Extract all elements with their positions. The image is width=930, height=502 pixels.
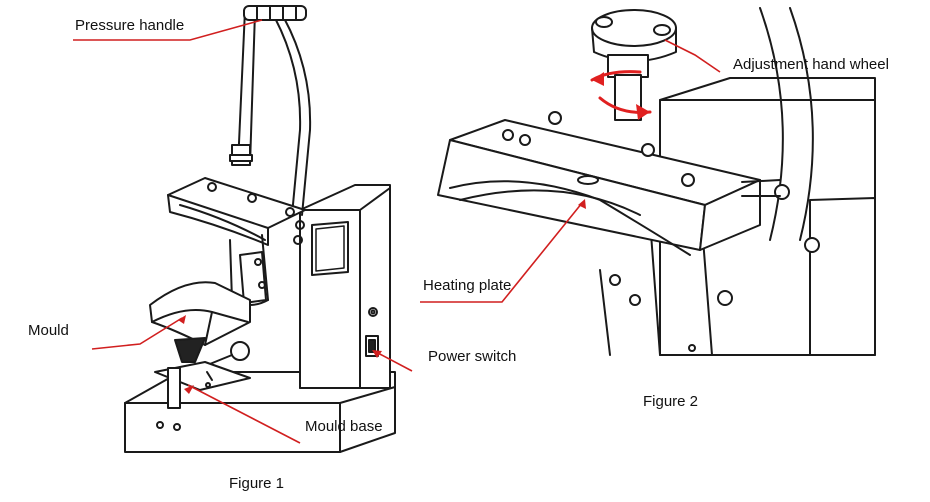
leader-power-switch	[375, 351, 413, 372]
figure2-drawing	[437, 7, 876, 356]
mould-drawing	[149, 281, 251, 346]
bolts	[502, 111, 820, 352]
label-adjustment-hand-wheel: Adjustment hand wheel	[733, 56, 889, 73]
leader-mould	[91, 317, 183, 350]
heating-plate-fig1	[167, 177, 306, 246]
leader-mould-base	[187, 384, 301, 444]
caption-figure-1: Figure 1	[229, 475, 285, 492]
leader-heating-plate	[420, 202, 583, 303]
label-power-switch: Power switch	[428, 348, 517, 365]
label-pressure-handle: Pressure handle	[75, 17, 185, 34]
leader-adjustment-hand-wheel	[664, 39, 721, 73]
label-mould: Mould	[28, 322, 69, 339]
caption-figure-2: Figure 2	[643, 393, 699, 410]
pressure-handle-drawing	[229, 5, 312, 216]
leader-lines	[73, 19, 721, 444]
leader-arrowheads	[178, 199, 586, 394]
leader-pressure-handle	[73, 19, 263, 41]
label-heating-plate: Heating plate	[423, 277, 512, 294]
machine-housing	[299, 184, 391, 389]
rotation-arrows	[590, 70, 652, 120]
figure1-drawing	[124, 5, 396, 453]
mould-base-drawing	[154, 337, 251, 409]
label-mould-base: Mould base	[305, 418, 383, 435]
